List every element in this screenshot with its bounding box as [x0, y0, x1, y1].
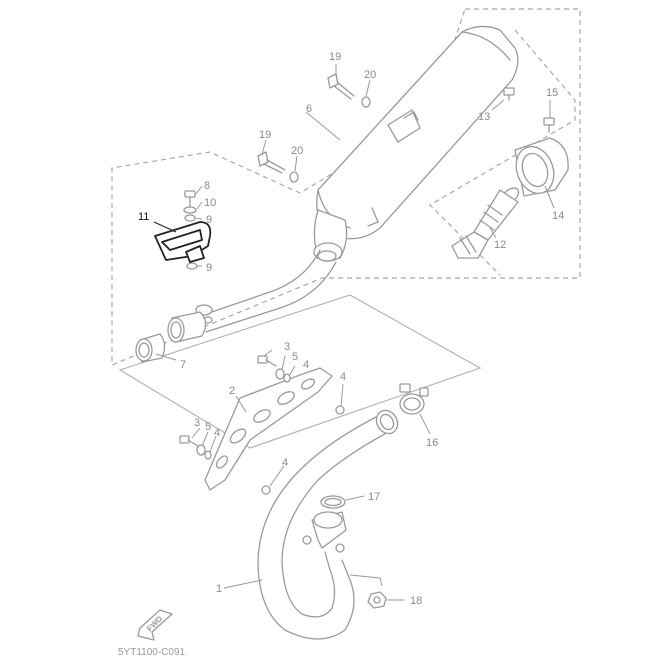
muffler-inlet-cone [313, 209, 348, 262]
bolt-13[interactable] [503, 87, 515, 101]
nut-18[interactable] [367, 591, 387, 609]
grommet-4-lower[interactable] [204, 450, 212, 460]
muffler-group-box-inner [429, 29, 576, 276]
callout-4-upper: 4 [303, 359, 309, 371]
callout-5-lower: 5 [205, 421, 211, 433]
spark-arrester-12[interactable] [451, 185, 522, 259]
callout-12: 12 [494, 239, 506, 251]
nut-4-right[interactable] [335, 405, 345, 415]
callout-20-lower: 20 [291, 145, 303, 157]
spacer-5-upper[interactable] [275, 368, 285, 380]
callout-18: 18 [410, 595, 422, 607]
nut-4-bottom[interactable] [261, 485, 271, 495]
bolt-19-lower[interactable] [257, 151, 286, 174]
callout-numbers: 1 2 3 5 4 4 3 5 4 4 6 7 8 10 9 9 11 12 1… [138, 51, 564, 607]
leader-lines [155, 64, 555, 601]
gasket-17[interactable] [320, 495, 346, 509]
callout-9-upper: 9 [206, 214, 212, 226]
callout-4-right: 4 [340, 371, 346, 383]
screw-3-upper[interactable] [257, 355, 277, 367]
callout-1: 1 [216, 583, 222, 595]
callout-13: 13 [478, 111, 490, 123]
washer-10[interactable] [183, 206, 197, 214]
callout-20-upper: 20 [364, 69, 376, 81]
header-group-box [118, 294, 482, 449]
callout-15: 15 [546, 87, 558, 99]
protector-11[interactable] [154, 221, 212, 263]
callout-5-upper: 5 [292, 351, 298, 363]
callout-4-lower: 4 [214, 427, 220, 439]
bolt-8[interactable] [184, 190, 196, 209]
grommet-4-upper[interactable] [283, 373, 291, 383]
screw-3-lower[interactable] [179, 435, 199, 447]
muffler-group-box [111, 8, 581, 366]
washer-9-bottom[interactable] [186, 262, 198, 270]
callout-19-upper: 19 [329, 51, 341, 63]
mid-pipe [195, 249, 337, 333]
spacer-5-lower[interactable] [196, 444, 206, 456]
callout-17: 17 [368, 491, 380, 503]
washer-20-upper[interactable] [361, 96, 371, 108]
screw-15[interactable] [543, 117, 555, 133]
protector-2[interactable] [204, 367, 333, 491]
callout-3-lower: 3 [194, 417, 200, 429]
clamp-16[interactable] [399, 383, 429, 415]
fwd-arrow: FWD [137, 609, 173, 641]
callout-14: 14 [552, 210, 564, 222]
callout-4-bottom: 4 [282, 457, 288, 469]
callout-16: 16 [426, 437, 438, 449]
muffler-body[interactable] [316, 25, 519, 240]
catalog-code: 5YT1100-C091 [118, 647, 186, 658]
callout-2: 2 [229, 385, 235, 397]
callout-9-lower: 9 [206, 262, 212, 274]
callout-6: 6 [306, 103, 312, 115]
bolt-19-upper[interactable] [327, 73, 355, 100]
callout-3-upper: 3 [284, 341, 290, 353]
exhaust-pipe-1[interactable] [257, 407, 402, 640]
callout-19-lower: 19 [259, 129, 271, 141]
leader-11 [153, 221, 177, 233]
callout-7: 7 [180, 359, 186, 371]
tail-cap-14[interactable] [510, 137, 569, 199]
callout-10: 10 [204, 197, 216, 209]
callout-8: 8 [204, 180, 210, 192]
joint-sleeve[interactable] [167, 311, 207, 343]
washer-9-top[interactable] [184, 214, 196, 222]
gasket-7[interactable] [135, 333, 166, 363]
washer-20-lower[interactable] [289, 171, 299, 183]
callout-11: 11 [138, 211, 149, 223]
